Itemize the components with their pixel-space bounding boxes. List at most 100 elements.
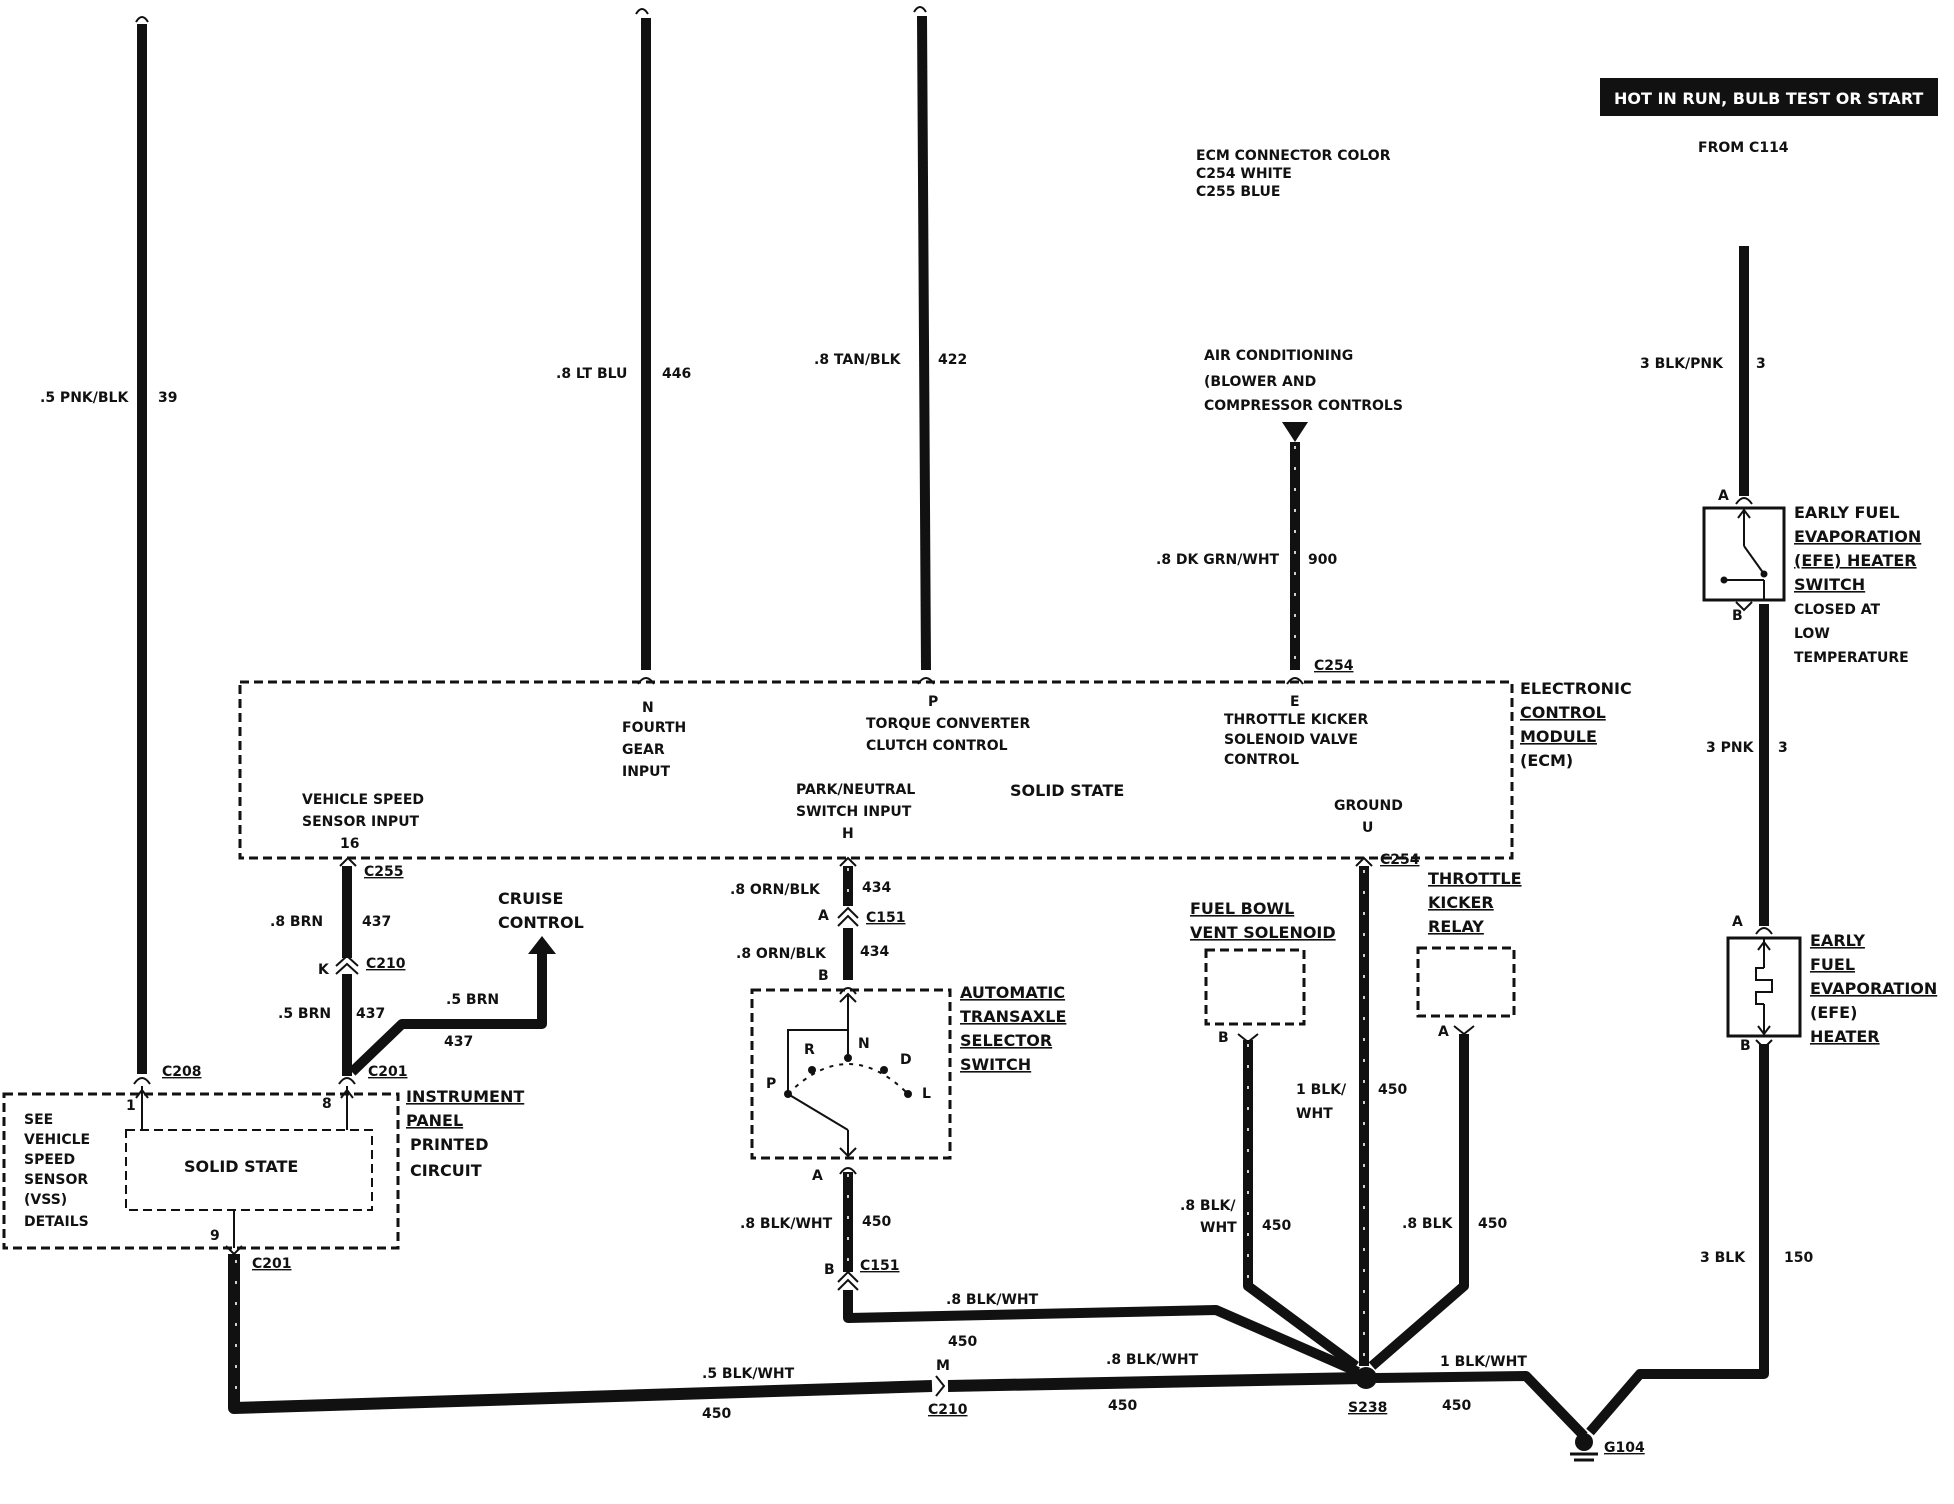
wire-450e-gauge: .8 BLK xyxy=(1402,1216,1454,1232)
ecm-pin-16: 16 xyxy=(340,836,359,852)
vss-note-3: SPEED xyxy=(24,1152,75,1168)
ipc-label-4: CIRCUIT xyxy=(410,1161,482,1180)
ecm-pin-u: U xyxy=(1362,820,1373,836)
efe-switch-label-2: EVAPORATION xyxy=(1794,527,1921,546)
transaxle-switch-box xyxy=(750,988,952,1160)
wire-450b-circuit: 450 xyxy=(948,1334,977,1350)
power-banner-box xyxy=(1600,78,1938,116)
splice-s238 xyxy=(1355,1367,1377,1389)
ecm-pin-e-label-3: CONTROL xyxy=(1224,752,1299,768)
wire-450e-circuit: 450 xyxy=(1478,1216,1507,1232)
throttle-relay-box xyxy=(1416,946,1516,1018)
connector-c254-top: C254 xyxy=(1314,658,1354,674)
wire-450b-gauge: .8 BLK/WHT xyxy=(946,1292,1039,1308)
vss-note-4: SENSOR xyxy=(24,1172,88,1188)
transaxle-label-2: TRANSAXLE xyxy=(960,1007,1066,1026)
wire-437b-gauge: .5 BRN xyxy=(278,1006,331,1022)
connector-c210-bottom: C210 xyxy=(928,1402,968,1418)
wire-437a-gauge: .8 BRN xyxy=(270,914,323,930)
ecm-color-c254: C254 WHITE xyxy=(1196,166,1292,182)
transaxle-pos-p: P xyxy=(766,1076,776,1092)
wire-3a-gauge: 3 BLK/PNK xyxy=(1640,356,1724,372)
wire-422-gauge: .8 TAN/BLK xyxy=(814,352,902,368)
ecm-pn-label-2: SWITCH INPUT xyxy=(796,804,912,820)
ecm-solid-state: SOLID STATE xyxy=(1010,781,1124,800)
efe-heater-label-5: HEATER xyxy=(1810,1027,1880,1046)
wire-422-circuit: 422 xyxy=(938,352,967,368)
efe-switch-label-6: LOW xyxy=(1794,626,1830,642)
pin-b-fuel-bowl: B xyxy=(1218,1030,1229,1046)
ecm-pin-h: H xyxy=(842,826,854,842)
ecm-vss-label-2: SENSOR INPUT xyxy=(302,814,420,830)
wire-39-gauge: .5 PNK/BLK xyxy=(40,390,129,406)
ipc-label-1: INSTRUMENT xyxy=(406,1087,524,1106)
wire-450-throttle-relay xyxy=(1368,1034,1469,1370)
transaxle-pos-l: L xyxy=(922,1086,931,1102)
ipc-pin-1: 1 xyxy=(126,1098,136,1114)
ecm-name-1: ELECTRONIC xyxy=(1520,679,1632,698)
fuel-bowl-solenoid-box xyxy=(1204,948,1306,1026)
wire-450h-circuit: 450 xyxy=(1442,1398,1471,1414)
wire-450-transaxle-run xyxy=(843,1290,1361,1377)
efe-switch-label-4: SWITCH xyxy=(1794,575,1865,594)
ipc-box xyxy=(2,1092,400,1250)
ecm-pin-e: E xyxy=(1290,694,1300,710)
throttle-relay-label-1: THROTTLE xyxy=(1428,869,1522,888)
splice-s238-label: S238 xyxy=(1348,1400,1387,1416)
wire-450-to-ground xyxy=(1375,1371,1588,1440)
wire-450c-gauge-2: WHT xyxy=(1296,1106,1333,1122)
wire-450f-gauge: .5 BLK/WHT xyxy=(702,1366,795,1382)
efe-heater-label-2: FUEL xyxy=(1810,955,1855,974)
pin-a-throttle-relay: A xyxy=(1438,1024,1449,1040)
wire-434a-gauge: .8 ORN/BLK xyxy=(730,882,821,898)
wire-450c-circuit: 450 xyxy=(1378,1082,1407,1098)
vss-note-5: (VSS) xyxy=(24,1192,67,1208)
wire-437a-circuit: 437 xyxy=(362,914,391,930)
wire-450f-circuit: 450 xyxy=(702,1406,731,1422)
pin-k: K xyxy=(318,962,330,978)
efe-heater-label-4: (EFE) xyxy=(1810,1003,1857,1022)
heater-element-icon xyxy=(1755,967,1773,1005)
wire-450h-gauge: 1 BLK/WHT xyxy=(1440,1354,1527,1370)
ecm-name-3: MODULE xyxy=(1520,727,1597,746)
connector-c151-top: C151 xyxy=(866,910,906,926)
pin-b-transaxle-top: B xyxy=(818,968,829,984)
ecm-pin-n: N xyxy=(642,700,654,716)
ecm-pin-p-label-2: CLUTCH CONTROL xyxy=(866,738,1008,754)
ac-arrow-icon xyxy=(1282,422,1308,442)
wire-break-39 xyxy=(135,16,149,23)
ecm-ground-label: GROUND xyxy=(1334,798,1403,814)
wire-434a-circuit: 434 xyxy=(862,880,891,896)
wire-900-gauge: .8 DK GRN/WHT xyxy=(1156,552,1280,568)
wire-422 xyxy=(917,15,931,671)
ac-label-3: COMPRESSOR CONTROLS xyxy=(1204,398,1403,414)
ipc-pin-8: 8 xyxy=(322,1096,332,1112)
wire-3a-circuit: 3 xyxy=(1756,356,1766,372)
ecm-name-4: (ECM) xyxy=(1520,751,1573,770)
wire-900-circuit: 900 xyxy=(1308,552,1337,568)
wire-437c-gauge: .5 BRN xyxy=(446,992,499,1008)
connector-c151-bottom: C151 xyxy=(860,1258,900,1274)
cruise-arrow-icon xyxy=(528,936,556,954)
pin-b-efe-heater: B xyxy=(1740,1038,1751,1054)
ecm-pin-n-label-2: GEAR xyxy=(622,742,665,758)
throttle-relay-label-3: RELAY xyxy=(1428,917,1484,936)
connector-c255: C255 xyxy=(364,864,404,880)
ac-label-2: (BLOWER AND xyxy=(1204,374,1316,390)
ipc-solid-state-box xyxy=(125,1129,373,1211)
ground-g104-icon xyxy=(1575,1433,1593,1451)
transaxle-pos-d: D xyxy=(900,1052,912,1068)
ecm-name-2: CONTROL xyxy=(1520,703,1606,722)
wire-450g-circuit: 450 xyxy=(1108,1398,1137,1414)
pin-a-c151: A xyxy=(818,908,829,924)
fuel-bowl-label-1: FUEL BOWL xyxy=(1190,899,1294,918)
transaxle-label-1: AUTOMATIC xyxy=(960,983,1065,1002)
wire-437b-circuit: 437 xyxy=(356,1006,385,1022)
cruise-label-2: CONTROL xyxy=(498,913,584,932)
wire-450a-gauge: .8 BLK/WHT xyxy=(740,1216,833,1232)
ipc-label-3: PRINTED xyxy=(410,1135,489,1154)
connector-c254-bottom: C254 xyxy=(1380,852,1420,868)
efe-switch-label-7: TEMPERATURE xyxy=(1794,650,1909,666)
ecm-pin-e-label-1: THROTTLE KICKER xyxy=(1224,712,1368,728)
